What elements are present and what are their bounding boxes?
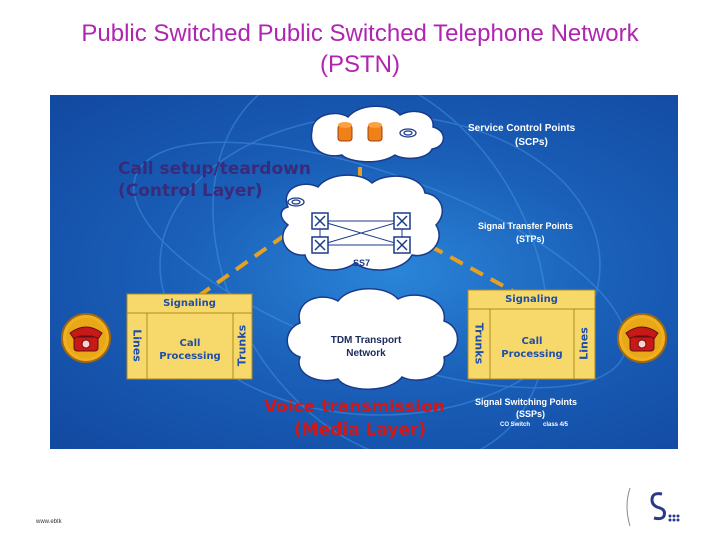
left-signaling-label: Signaling — [163, 298, 216, 309]
pstn-diagram: Service Control Points (SCPs) Call setup… — [50, 95, 678, 449]
scp-cloud — [310, 105, 445, 163]
stp-cloud — [280, 174, 444, 271]
tdm-cloud — [286, 288, 459, 390]
media-layer-heading-1: Voice transmission — [264, 397, 445, 417]
page-title: Public Switched Public Switched Telephon… — [81, 20, 639, 78]
ssp-abbr: (SSPs) — [516, 409, 546, 419]
scp-label: Service Control Points — [468, 123, 576, 134]
footer-url: www.ebtk — [36, 519, 62, 525]
stp-node-icon — [393, 212, 411, 230]
right-signaling-label: Signaling — [505, 294, 558, 305]
control-layer-heading-2: (Control Layer) — [118, 181, 263, 201]
diagram-graphics — [61, 95, 667, 449]
co-switch-label: CO Switch — [500, 422, 531, 428]
ssp-label: Signal Switching Points — [475, 397, 578, 407]
telephone-icon — [617, 313, 667, 363]
right-switch-box — [467, 289, 596, 380]
stp-node-icon — [311, 212, 329, 230]
stp-label: Signal Transfer Points — [478, 221, 574, 231]
left-call-label: Call — [179, 338, 201, 349]
right-trunks-label: Trunks — [472, 322, 486, 365]
media-layer-heading-2: (Media Layer) — [294, 420, 427, 440]
left-trunks-label: Trunks — [235, 324, 249, 367]
tdm-label-1: TDM Transport — [330, 335, 402, 346]
stp-node-icon — [311, 236, 329, 254]
right-lines-label: Lines — [577, 327, 591, 360]
telephone-icon — [61, 313, 111, 363]
control-layer-heading-1: Call setup/teardown — [118, 159, 311, 179]
left-processing-label: Processing — [159, 351, 221, 362]
stp-abbr: (STPs) — [516, 234, 545, 244]
tdm-label-2: Network — [346, 348, 386, 359]
class-label: class 4/5 — [543, 422, 569, 428]
left-lines-label: Lines — [130, 329, 144, 362]
ss7-label: SS7 — [353, 258, 371, 268]
left-switch-box — [126, 293, 253, 380]
scp-abbr: (SCPs) — [515, 137, 548, 148]
company-logo — [626, 487, 680, 527]
stp-node-icon — [393, 236, 411, 254]
right-call-label: Call — [521, 336, 543, 347]
right-processing-label: Processing — [501, 349, 563, 360]
